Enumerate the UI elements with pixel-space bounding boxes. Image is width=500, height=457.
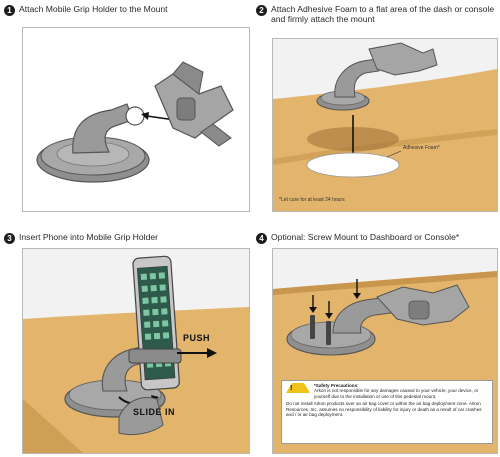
step-4: 4 Optional: Screw Mount to Dashboard or … [256,232,496,244]
insert-phone-drawing [23,249,249,453]
step-4-illustration: ! *Safety Precautions: Arkon is not resp… [272,248,498,454]
step-2-header: 2 Attach Adhesive Foam to a flat area of… [256,4,496,24]
safety-line-2: Do not install Arkon products over an ai… [286,401,482,418]
safety-precautions-box: ! *Safety Precautions: Arkon is not resp… [281,380,493,444]
step-1-title: Attach Mobile Grip Holder to the Mount [19,4,168,14]
step-1-header: 1 Attach Mobile Grip Holder to the Mount [4,4,242,16]
safety-heading: *Safety Precautions: [314,383,359,388]
step-3-header: 3 Insert Phone into Mobile Grip Holder [4,232,244,244]
slide-in-label: SLIDE IN [133,407,176,417]
safety-line-1: Arkon is not responsible for any damages… [314,388,479,399]
adhesive-foam-drawing [273,39,497,211]
step-4-title: Optional: Screw Mount to Dashboard or Co… [271,232,460,242]
step-3-title: Insert Phone into Mobile Grip Holder [19,232,159,242]
step-2-title: Attach Adhesive Foam to a flat area of t… [271,4,495,24]
step-2-illustration: Adhesive Foam* *Let cure for at least 24… [272,38,498,212]
adhesive-foam-label: Adhesive Foam* [403,145,440,151]
push-label: PUSH [183,333,211,343]
mount-and-holder-drawing [36,61,234,183]
step-2: 2 Attach Adhesive Foam to a flat area of… [256,4,496,24]
step-4-header: 4 Optional: Screw Mount to Dashboard or … [256,232,496,244]
safety-heading-row: ! *Safety Precautions: Arkon is not resp… [286,383,488,399]
step-3: 3 Insert Phone into Mobile Grip Holder [4,232,244,244]
step-1-number: 1 [4,5,15,16]
step-1-illustration [22,27,250,212]
step-3-illustration: PUSH SLIDE IN [22,248,250,454]
step-2-number: 2 [256,5,267,16]
warning-icon: ! [286,383,310,393]
step-4-number: 4 [256,233,267,244]
step-3-number: 3 [4,233,15,244]
cure-note: *Let cure for at least 24 hours [279,197,345,203]
step-1: 1 Attach Mobile Grip Holder to the Mount [4,4,242,16]
